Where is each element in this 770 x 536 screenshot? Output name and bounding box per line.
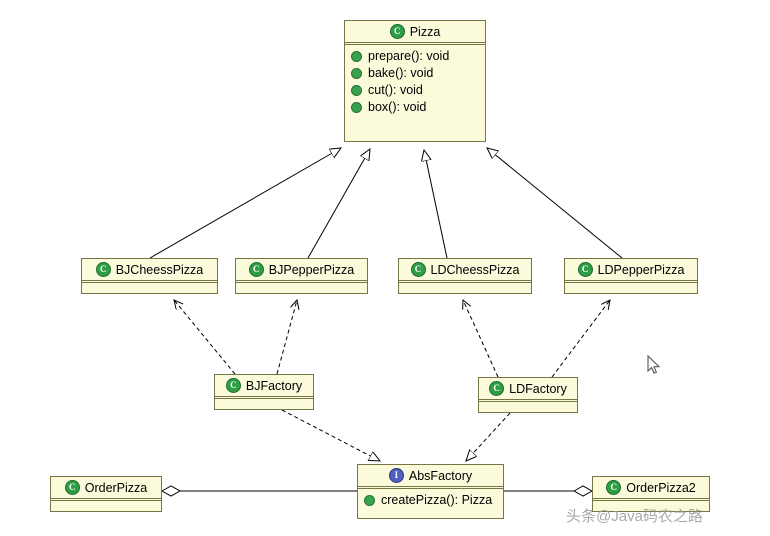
uml-class-name: AbsFactory (408, 468, 473, 483)
uml-separator (358, 488, 503, 489)
uml-class-absfactory[interactable]: I AbsFactory createPizza(): Pizza (357, 464, 504, 519)
uml-class-name: BJCheessPizza (115, 262, 204, 277)
class-icon: C (410, 262, 426, 277)
uml-member-label: createPizza(): Pizza (381, 493, 493, 507)
uml-class-orderpizza[interactable]: C OrderPizza (50, 476, 162, 512)
uml-class-title: C BJFactory (215, 375, 313, 396)
uml-separator (82, 280, 217, 281)
uml-class-name: OrderPizza2 (626, 480, 696, 495)
uml-class-title: C OrderPizza2 (593, 477, 709, 498)
uml-class-ldpepper[interactable]: C LDPepperPizza (564, 258, 698, 294)
uml-class-orderpizza2[interactable]: C OrderPizza2 (592, 476, 710, 512)
edge-bjfactory-to-bjcheess (174, 300, 236, 375)
uml-class-title: C Pizza (345, 21, 485, 42)
class-icon: C (606, 480, 622, 495)
uml-class-ldcheess[interactable]: C LDCheessPizza (398, 258, 532, 294)
class-icon: C (248, 262, 264, 277)
class-icon: C (64, 480, 80, 495)
edge-bjcheess-to-pizza (149, 148, 341, 259)
uml-class-title: I AbsFactory (358, 465, 503, 486)
uml-member-row: cut(): void (351, 82, 479, 99)
method-icon (351, 68, 362, 79)
uml-separator (82, 282, 217, 283)
uml-member-row: box(): void (351, 99, 479, 116)
uml-separator (358, 486, 503, 487)
uml-member-list: createPizza(): Pizza (358, 489, 503, 513)
uml-class-title: C LDFactory (479, 378, 577, 399)
class-icon: C (389, 24, 405, 39)
edge-bjpepper-to-pizza (307, 149, 370, 259)
edge-ldfactory-to-absfactory (466, 412, 511, 461)
method-icon (351, 51, 362, 62)
uml-class-ldfactory[interactable]: C LDFactory (478, 377, 578, 413)
edge-ldfactory-to-ldpepper (551, 300, 610, 378)
watermark-text: 头条@Java码农之路 (566, 508, 703, 525)
uml-class-name: LDPepperPizza (597, 262, 685, 277)
uml-separator (479, 401, 577, 402)
uml-separator (399, 282, 531, 283)
class-icon: C (95, 262, 111, 277)
uml-class-title: C LDPepperPizza (565, 259, 697, 280)
edge-ldpepper-to-pizza (487, 148, 623, 259)
uml-class-name: BJFactory (245, 378, 303, 393)
uml-class-name: BJPepperPizza (268, 262, 355, 277)
uml-separator (479, 399, 577, 400)
uml-member-label: cut(): void (368, 83, 423, 97)
uml-class-title: C OrderPizza (51, 477, 161, 498)
uml-separator (215, 398, 313, 399)
uml-class-bjfactory[interactable]: C BJFactory (214, 374, 314, 410)
uml-separator (399, 280, 531, 281)
edge-ldfactory-to-ldcheess (463, 300, 499, 378)
uml-member-row: prepare(): void (351, 48, 479, 65)
class-icon: C (225, 378, 241, 393)
uml-separator (345, 42, 485, 43)
uml-member-row: createPizza(): Pizza (364, 492, 497, 509)
uml-class-title: C LDCheessPizza (399, 259, 531, 280)
uml-class-title: C BJCheessPizza (82, 259, 217, 280)
uml-class-name: LDCheessPizza (430, 262, 520, 277)
uml-member-label: bake(): void (368, 66, 434, 80)
edge-orderpizza-to-absfactory (160, 485, 357, 497)
uml-separator (593, 500, 709, 501)
uml-separator (345, 44, 485, 45)
uml-class-bjpepper[interactable]: C BJPepperPizza (235, 258, 368, 294)
uml-class-bjcheess[interactable]: C BJCheessPizza (81, 258, 218, 294)
uml-class-title: C BJPepperPizza (236, 259, 367, 280)
uml-member-row: bake(): void (351, 65, 479, 82)
uml-separator (51, 500, 161, 501)
method-icon (364, 495, 375, 506)
uml-member-label: box(): void (368, 100, 427, 114)
edge-orderpizza2-to-absfactory (504, 485, 594, 497)
edge-ldcheess-to-pizza (424, 150, 448, 259)
uml-class-name: Pizza (409, 24, 441, 39)
uml-class-name: OrderPizza (84, 480, 148, 495)
uml-member-list: prepare(): void bake(): void cut(): void bo… (345, 45, 485, 120)
edge-bjfactory-to-absfactory (281, 409, 380, 461)
mouse-cursor-icon (647, 355, 661, 374)
uml-class-name: LDFactory (509, 381, 567, 396)
uml-class-pizza[interactable]: C Pizza prepare(): void bake(): void cut(): … (344, 20, 486, 142)
uml-separator (593, 498, 709, 499)
uml-separator (565, 280, 697, 281)
uml-member-label: prepare(): void (368, 49, 450, 63)
uml-separator (236, 282, 367, 283)
class-icon: C (489, 381, 505, 396)
uml-separator (51, 498, 161, 499)
method-icon (351, 85, 362, 96)
uml-separator (215, 396, 313, 397)
edge-bjfactory-to-bjpepper (276, 300, 297, 375)
uml-separator (565, 282, 697, 283)
uml-separator (236, 280, 367, 281)
method-icon (351, 102, 362, 113)
class-icon: C (577, 262, 593, 277)
interface-icon: I (388, 468, 404, 483)
